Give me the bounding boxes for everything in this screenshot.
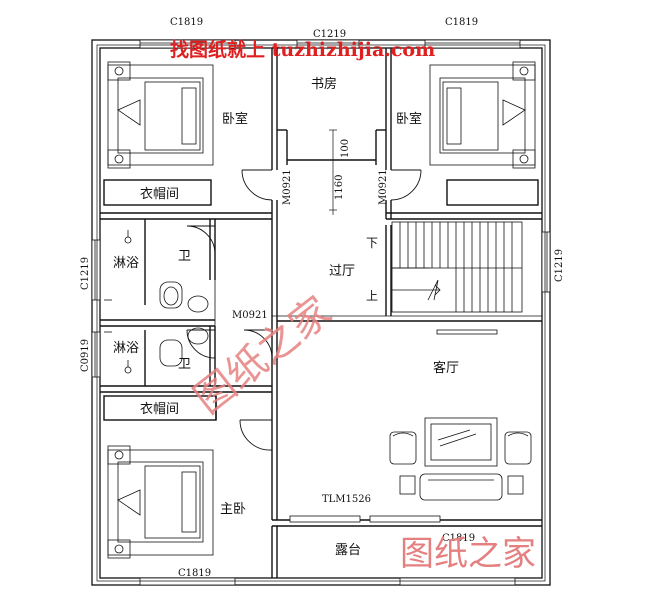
room-label-shower-top: 淋浴: [113, 256, 139, 271]
watermark-top: 找图纸就上 tuzhizhijia.com: [170, 38, 435, 61]
code-win-bottom-right: C1819: [442, 533, 475, 544]
room-label-bedroom-right: 卧室: [396, 111, 422, 127]
watermark-bottom: 图纸之家: [400, 534, 536, 574]
interior-walls: [100, 48, 542, 578]
code-win-left-lower: C0919: [80, 339, 91, 372]
room-label-study: 书房: [311, 76, 337, 92]
staircase: [391, 221, 523, 313]
room-label-closet-bottom: 衣帽间: [140, 401, 179, 417]
stair-down-label: 下: [366, 236, 378, 250]
room-label-master: 主卧: [220, 502, 246, 517]
code-door-terrace: TLM1526: [322, 494, 371, 505]
watermark-mid: 图纸之家: [186, 288, 340, 423]
code-door-study-left: M0921: [282, 169, 293, 205]
stair-up-label: 上: [366, 289, 378, 303]
doors: [186, 169, 422, 451]
code-win-top-right: C1819: [445, 17, 478, 28]
study-dimension: [329, 129, 337, 215]
room-label-shower-bottom: 淋浴: [113, 341, 139, 356]
room-label-terrace: 露台: [335, 543, 361, 558]
code-win-top-left: C1819: [170, 17, 203, 28]
room-label-closet-top: 衣帽间: [140, 186, 179, 202]
room-label-wc-top: 卫: [178, 249, 191, 264]
room-label-wc-bottom: 卫: [178, 357, 191, 372]
living-furniture: [389, 329, 532, 501]
room-label-bedroom-left: 卧室: [222, 111, 248, 127]
bed-right: [429, 61, 536, 169]
bed-left: [107, 61, 214, 169]
room-label-living: 客厅: [433, 360, 459, 376]
code-win-left-upper: C1219: [80, 257, 91, 290]
bathroom-fixtures: [104, 230, 209, 374]
windows: [91, 39, 551, 586]
bed-master: [107, 445, 214, 559]
room-label-hall: 过厅: [329, 264, 355, 279]
dim-100: 100: [340, 139, 351, 158]
dim-1160: 1160: [334, 175, 345, 200]
code-win-bottom-left: C1819: [178, 568, 211, 579]
code-door-study-right: M0921: [378, 169, 389, 205]
code-win-right: C1219: [554, 249, 565, 282]
code-win-top-mid: C1219: [313, 29, 346, 40]
code-door-wc: M0921: [232, 310, 268, 321]
